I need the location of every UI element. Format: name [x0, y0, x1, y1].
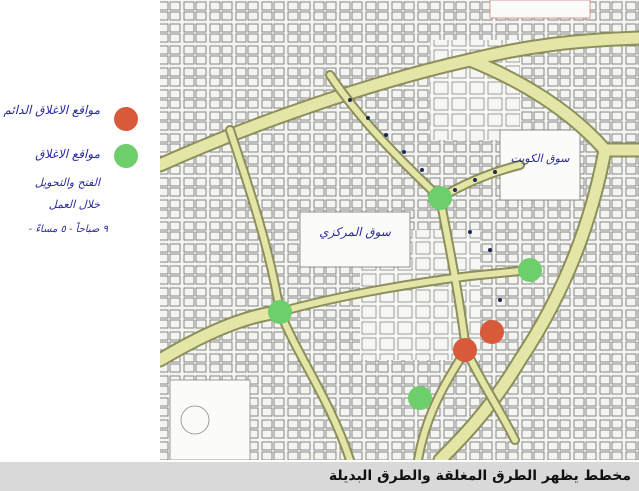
label-souq-markazi: سوق المركزي — [319, 225, 392, 239]
diversion-marker-icon — [408, 386, 432, 410]
legend-panel: مواقع الاغلاق الدائم مواقع الاغلاق الفتح… — [0, 0, 161, 460]
north-parcel — [489, 0, 591, 19]
map-svg: سوق المركزي سوق الكويت — [160, 0, 639, 460]
legend-note-3: - ٩ صباحاً - ٥ مساءً — [29, 221, 109, 235]
street-map: سوق المركزي سوق الكويت — [160, 0, 639, 460]
label-souq-kuwait: سوق الكويت — [511, 152, 571, 165]
diversion-marker-icon — [428, 186, 452, 210]
diversion-marker-icon — [518, 258, 542, 282]
legend-label-closed: مواقع الاغلاق الدائم — [3, 103, 100, 117]
closed-marker-icon — [453, 338, 477, 362]
souq-markazi-block — [299, 211, 411, 268]
park-area — [169, 379, 251, 460]
legend-label-diversion: مواقع الاغلاق — [35, 147, 100, 161]
closed-marker-icon — [114, 107, 138, 131]
legend-svg: مواقع الاغلاق الدائم مواقع الاغلاق الفتح… — [3, 103, 138, 235]
park-roundabout — [180, 405, 210, 435]
diversion-marker-icon — [268, 300, 292, 324]
diversion-marker-icon — [114, 144, 138, 168]
legend-note-1: الفتح والتحويل — [35, 176, 102, 189]
legend-note-2: خلال العمل — [49, 198, 100, 211]
closed-marker-icon — [480, 320, 504, 344]
caption-text: مخطط يظهر الطرق المغلقة والطرق البديلة — [328, 468, 631, 484]
caption-bar: مخطط يظهر الطرق المغلقة والطرق البديلة — [0, 462, 639, 491]
